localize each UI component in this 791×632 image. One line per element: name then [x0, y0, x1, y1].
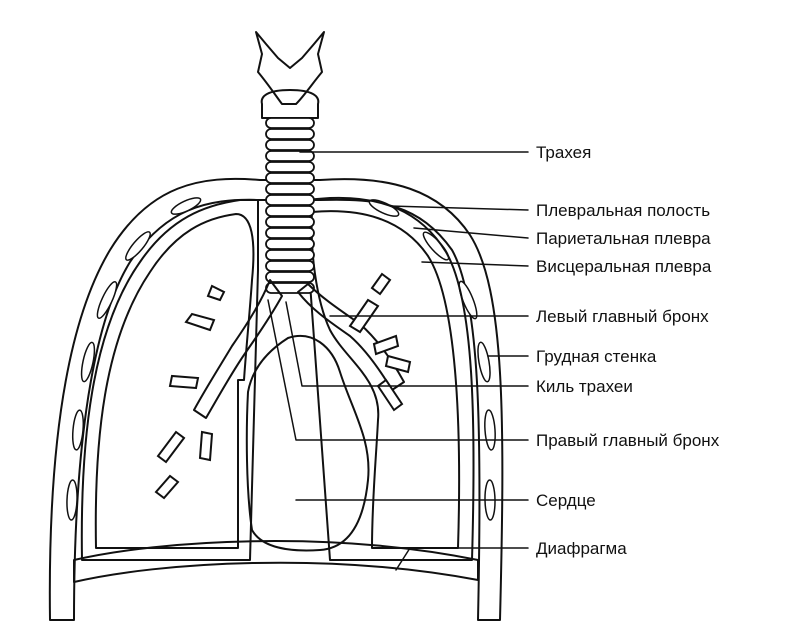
leader-parietal-pleura — [413, 227, 529, 239]
label-trachea: Трахея — [536, 143, 591, 162]
left-lung — [310, 210, 461, 549]
right-lung — [94, 213, 255, 549]
label-pleural-cavity: Плевральная полость — [536, 201, 710, 220]
leader-right-main-bronchus — [267, 299, 529, 441]
label-left-main-bronchus: Левый главный бронх — [536, 307, 709, 326]
tracheal-ring — [265, 238, 315, 250]
label-right-main-bronchus: Правый главный бронх — [536, 431, 720, 450]
tracheal-ring — [265, 150, 315, 162]
tracheal-ring — [265, 216, 315, 228]
tracheal-ring — [265, 260, 315, 272]
label-chest-wall: Грудная стенка — [536, 347, 657, 366]
leader-lines — [267, 151, 529, 571]
tracheal-ring — [265, 194, 315, 206]
heart — [245, 335, 370, 552]
tracheal-ring — [265, 227, 315, 239]
tracheal-rings — [265, 117, 315, 294]
leader-carina — [285, 301, 529, 387]
tracheal-ring — [265, 128, 315, 140]
label-visceral-pleura: Висцеральная плевра — [536, 257, 712, 276]
tracheal-ring — [265, 161, 315, 173]
parietal-pleura — [80, 196, 475, 561]
leader-pleural-cavity — [389, 205, 529, 211]
label-heart: Сердце — [536, 491, 596, 510]
tracheal-ring — [265, 117, 315, 129]
tracheal-ring — [265, 183, 315, 195]
leader-visceral-pleura — [421, 261, 529, 267]
tracheal-ring — [265, 139, 315, 151]
label-diaphragm: Диафрагма — [536, 539, 627, 558]
tracheal-ring — [265, 172, 315, 184]
label-carina: Киль трахеи — [536, 377, 633, 396]
label-group: Трахея Плевральная полость Париетальная … — [536, 143, 720, 558]
tracheal-ring — [265, 249, 315, 261]
tracheal-ring — [265, 205, 315, 217]
tracheal-ring — [265, 271, 315, 283]
leader-diaphragm — [395, 547, 529, 571]
trachea — [154, 31, 412, 500]
label-parietal-pleura: Париетальная плевра — [536, 229, 711, 248]
